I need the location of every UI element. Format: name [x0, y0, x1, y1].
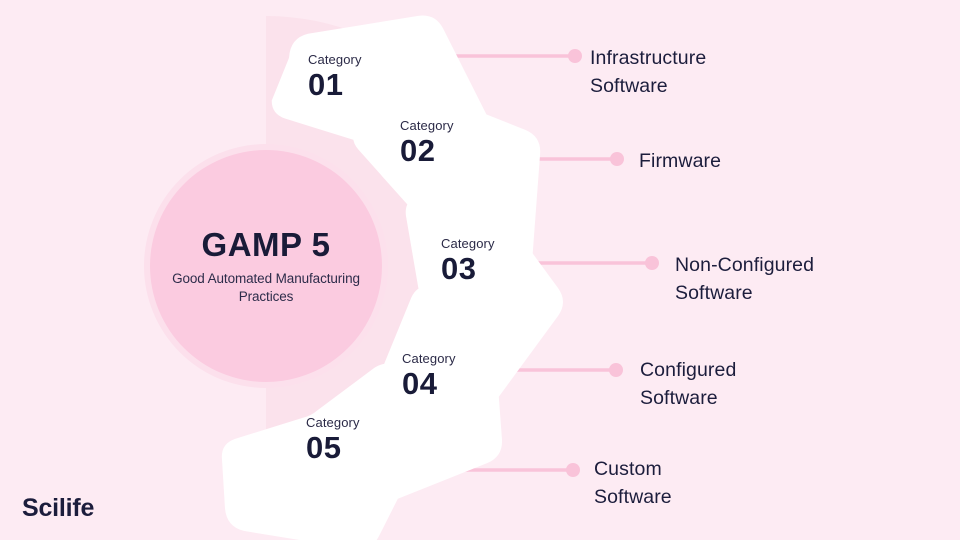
connector-dot-01[interactable]: [568, 49, 582, 63]
connector-dot-02[interactable]: [610, 152, 624, 166]
connector-dots: [566, 49, 659, 477]
connector-dot-03[interactable]: [645, 256, 659, 270]
category-title-03: Non-Configured Software: [675, 254, 815, 305]
category-title-05: Custom Software: [594, 458, 672, 509]
brand-logo: Scilife: [22, 494, 95, 522]
category-title-01: Infrastructure Software: [590, 47, 707, 98]
category-title-02: Firmware: [639, 150, 722, 172]
connector-dot-04[interactable]: [609, 363, 623, 377]
hub-circle: [150, 150, 382, 382]
category-title-04: Configured Software: [640, 359, 737, 410]
connector-dot-05[interactable]: [566, 463, 580, 477]
